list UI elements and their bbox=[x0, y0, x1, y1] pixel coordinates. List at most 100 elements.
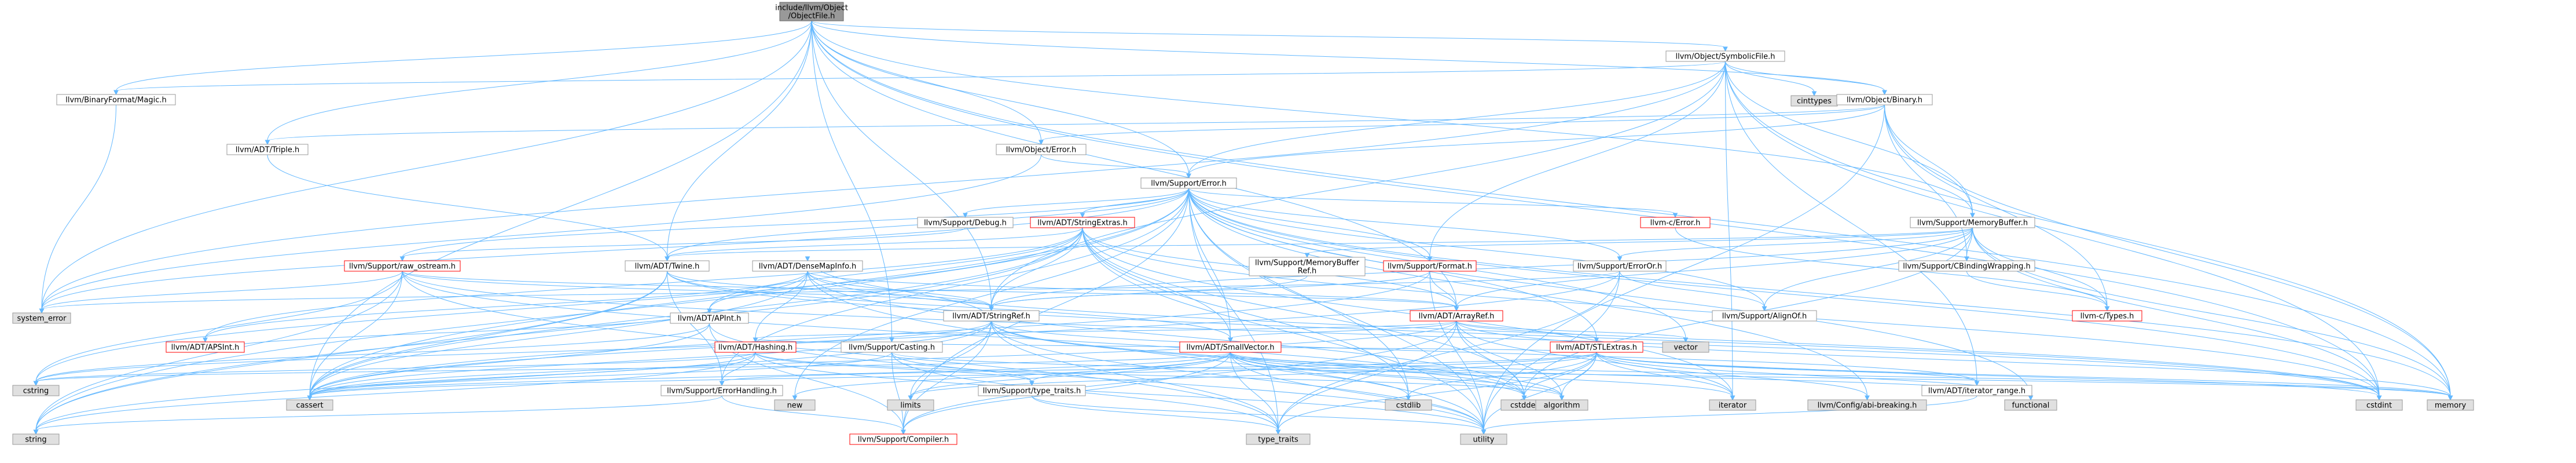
node-apsint[interactable]: llvm/ADT/APSInt.h bbox=[166, 341, 245, 353]
node-cbinding[interactable]: llvm/Support/CBindingWrapping.h bbox=[1898, 260, 2035, 272]
node-stlextras[interactable]: llvm/ADT/STLExtras.h bbox=[1550, 341, 1643, 353]
node-box-vector bbox=[1662, 341, 1709, 353]
node-smallvector[interactable]: llvm/ADT/SmallVector.h bbox=[1179, 341, 1282, 353]
node-symbolicfile[interactable]: llvm/Object/SymbolicFile.h bbox=[1665, 50, 1785, 62]
node-typetraitsstd: type_traits bbox=[1246, 433, 1311, 445]
node-label-apint-0: llvm/ADT/APInt.h bbox=[678, 315, 741, 323]
edge-stlextras-to-cassert bbox=[309, 352, 1597, 397]
node-box-root bbox=[779, 2, 844, 21]
edge-binary-to-objerror bbox=[1041, 104, 1885, 141]
edge-binary-to-memory bbox=[1884, 104, 2451, 397]
node-box-densemapinfo bbox=[752, 260, 863, 272]
edge-magic-to-systemerror bbox=[41, 104, 116, 310]
edge-typetraits-to-utility bbox=[1032, 395, 1484, 431]
node-memorybuffer[interactable]: llvm/Support/MemoryBuffer.h bbox=[1910, 217, 2035, 228]
node-box-ctypes bbox=[2072, 310, 2142, 322]
node-supporterror[interactable]: llvm/Support/Error.h bbox=[1140, 177, 1237, 189]
node-box-smallvector bbox=[1179, 341, 1282, 353]
edge-symbolicfile-to-iteratorrange bbox=[1725, 61, 1977, 382]
node-format[interactable]: llvm/Support/Format.h bbox=[1383, 260, 1477, 272]
node-compiler[interactable]: llvm/Support/Compiler.h bbox=[849, 433, 957, 445]
node-erroror[interactable]: llvm/Support/ErrorOr.h bbox=[1573, 260, 1667, 272]
edge-format-to-cassert bbox=[309, 271, 1430, 397]
node-label-format-0: llvm/Support/Format.h bbox=[1388, 263, 1472, 271]
edge-arrowhead-arrayref-to-vector bbox=[1683, 337, 1689, 343]
node-box-utility bbox=[1460, 433, 1507, 445]
edge-supporterror-to-cstdint bbox=[1188, 188, 2380, 397]
node-label-stringextras-0: llvm/ADT/StringExtras.h bbox=[1037, 219, 1127, 228]
edge-casting-to-cassert bbox=[309, 352, 892, 397]
node-debug[interactable]: llvm/Support/Debug.h bbox=[917, 217, 1014, 228]
node-label-errorhandling-0: llvm/Support/ErrorHandling.h bbox=[667, 387, 777, 396]
node-label-cstdint-0: cstdint bbox=[2366, 402, 2392, 410]
edge-stringextras-to-string bbox=[35, 227, 1083, 431]
node-densemapinfo[interactable]: llvm/ADT/DenseMapInfo.h bbox=[752, 260, 863, 272]
node-box-stringextras bbox=[1030, 217, 1135, 228]
edge-typetraits-to-typetraitsstd bbox=[1032, 395, 1279, 431]
edge-root-to-twine bbox=[667, 20, 812, 258]
node-limits: limits bbox=[887, 399, 934, 411]
node-stringref[interactable]: llvm/ADT/StringRef.h bbox=[943, 310, 1040, 322]
node-box-functional bbox=[2004, 399, 2057, 411]
edge-twine-to-cstdint bbox=[667, 271, 2380, 397]
node-box-apsint bbox=[166, 341, 245, 353]
node-objerror[interactable]: llvm/Object/Error.h bbox=[996, 144, 1087, 155]
edge-memorybuffer-to-arrayref bbox=[1456, 227, 1973, 308]
node-label-typetraits-0: llvm/Support/type_traits.h bbox=[983, 387, 1081, 396]
edge-stlextras-to-typetraitsstd bbox=[1278, 352, 1597, 431]
edge-symbolicfile-to-binary bbox=[1725, 61, 1885, 92]
edge-stringref-to-typetraitsstd bbox=[991, 320, 1279, 431]
node-binary[interactable]: llvm/Object/Binary.h bbox=[1836, 94, 1933, 105]
node-box-limits bbox=[887, 399, 934, 411]
node-alignof[interactable]: llvm/Support/AlignOf.h bbox=[1712, 310, 1817, 322]
node-ctypes[interactable]: llvm-c/Types.h bbox=[2072, 310, 2142, 322]
edge-arrowhead-smallvector-to-cstring bbox=[33, 381, 39, 387]
edge-stringref-to-utility bbox=[991, 320, 1484, 431]
node-arrayref[interactable]: llvm/ADT/ArrayRef.h bbox=[1410, 310, 1503, 322]
node-label-symbolicfile-0: llvm/Object/SymbolicFile.h bbox=[1676, 53, 1775, 61]
node-functional: functional bbox=[2004, 399, 2057, 411]
edge-memorybuffer-to-twine bbox=[667, 227, 1973, 258]
edge-arrowhead-stringref-to-densemapinfo bbox=[805, 256, 810, 262]
edge-stlextras-to-abibreaking bbox=[1596, 352, 1867, 397]
node-label-mbref-1: Ref.h bbox=[1298, 267, 1316, 276]
node-box-apint bbox=[670, 312, 749, 324]
node-casting[interactable]: llvm/Support/Casting.h bbox=[841, 341, 943, 353]
node-label-cassert-0: cassert bbox=[296, 402, 323, 410]
node-label-memorybuffer-0: llvm/Support/MemoryBuffer.h bbox=[1917, 219, 2028, 228]
node-stringextras[interactable]: llvm/ADT/StringExtras.h bbox=[1030, 217, 1135, 228]
node-hashing[interactable]: llvm/ADT/Hashing.h bbox=[714, 341, 797, 353]
edge-arrayref-to-cassert bbox=[309, 320, 1457, 397]
node-label-stringref-0: llvm/ADT/StringRef.h bbox=[952, 312, 1030, 321]
node-magic[interactable]: llvm/BinaryFormat/Magic.h bbox=[56, 94, 176, 105]
node-label-magic-0: llvm/BinaryFormat/Magic.h bbox=[65, 96, 167, 105]
edge-arrowhead-root-to-symbolicfile bbox=[1723, 46, 1728, 52]
node-label-iteratorrange-0: llvm/ADT/iterator_range.h bbox=[1928, 387, 2025, 396]
edge-arrowhead-stlextras-to-cstdint bbox=[2376, 395, 2382, 401]
node-label-hashing-0: llvm/ADT/Hashing.h bbox=[718, 344, 792, 352]
node-label-alignof-0: llvm/Support/AlignOf.h bbox=[1722, 312, 1807, 321]
edge-symbolicfile-to-stringref bbox=[991, 61, 1726, 308]
edge-smallvector-to-cstring bbox=[35, 352, 1231, 382]
edge-arrowhead-format-to-arrayref bbox=[1454, 306, 1459, 312]
node-errorhandling[interactable]: llvm/Support/ErrorHandling.h bbox=[660, 385, 783, 396]
edge-memorybuffer-to-erroror bbox=[1619, 227, 1973, 258]
edge-arrowhead-arrayref-to-smallvector bbox=[1228, 337, 1233, 343]
node-box-memory bbox=[2427, 399, 2474, 411]
edge-triple-to-twine bbox=[267, 154, 667, 258]
node-typetraits[interactable]: llvm/Support/type_traits.h bbox=[978, 385, 1086, 396]
node-iteratorrange[interactable]: llvm/ADT/iterator_range.h bbox=[1921, 385, 2032, 396]
edge-smallvector-to-cstdlib bbox=[1230, 352, 1409, 397]
node-cerror[interactable]: llvm-c/Error.h bbox=[1640, 217, 1711, 228]
node-label-smallvector-0: llvm/ADT/SmallVector.h bbox=[1187, 344, 1275, 352]
node-twine[interactable]: llvm/ADT/Twine.h bbox=[625, 260, 710, 272]
node-triple[interactable]: llvm/ADT/Triple.h bbox=[226, 144, 309, 155]
node-rawostream[interactable]: llvm/Support/raw_ostream.h bbox=[344, 260, 461, 272]
edge-arrowhead-symbolicfile-to-cinttypes bbox=[1811, 91, 1817, 97]
node-label-rawostream-0: llvm/Support/raw_ostream.h bbox=[349, 263, 456, 271]
edge-supporterror-to-new bbox=[794, 188, 1189, 397]
node-box-typetraitsstd bbox=[1246, 433, 1311, 445]
node-apint[interactable]: llvm/ADT/APInt.h bbox=[670, 312, 749, 324]
node-memory: memory bbox=[2427, 399, 2474, 411]
